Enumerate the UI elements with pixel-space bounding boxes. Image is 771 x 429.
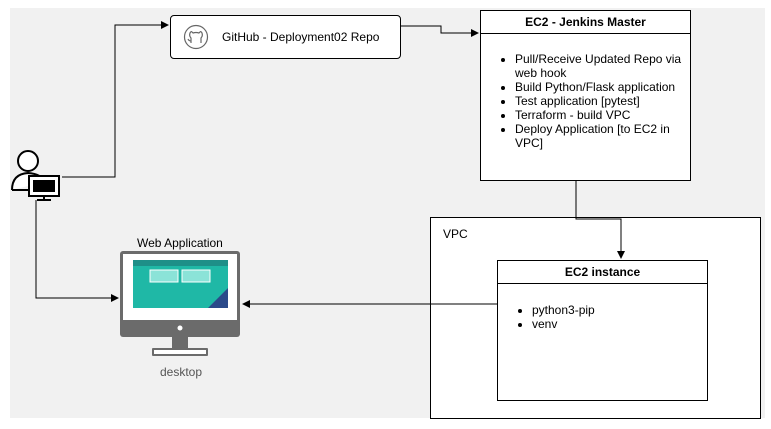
github-icon (183, 24, 209, 50)
github-repo-label: GitHub - Deployment02 Repo (222, 30, 380, 44)
jenkins-task-item: Terraform - build VPC (515, 108, 682, 122)
jenkins-task-item: Pull/Receive Updated Repo via web hook (515, 52, 682, 80)
web-application-label: Web Application (137, 236, 223, 250)
ec2-instance-title: EC2 instance (498, 261, 707, 284)
ec2-instance-box: EC2 instance python3-pip venv (497, 260, 708, 401)
jenkins-task-item: Build Python/Flask application (515, 80, 682, 94)
ec2-package-list: python3-pip venv (498, 303, 707, 331)
jenkins-master-title: EC2 - Jenkins Master (481, 11, 690, 34)
ec2-package-item: venv (532, 317, 707, 331)
vpc-label: VPC (443, 227, 468, 241)
jenkins-task-list: Pull/Receive Updated Repo via web hook B… (481, 52, 690, 150)
github-repo-box: GitHub - Deployment02 Repo (170, 15, 401, 59)
ec2-package-item: python3-pip (532, 303, 707, 317)
jenkins-master-box: EC2 - Jenkins Master Pull/Receive Update… (480, 10, 691, 181)
jenkins-task-item: Test application [pytest] (515, 94, 682, 108)
jenkins-task-item: Deploy Application [to EC2 in VPC] (515, 122, 682, 150)
desktop-caption: desktop (160, 365, 203, 379)
